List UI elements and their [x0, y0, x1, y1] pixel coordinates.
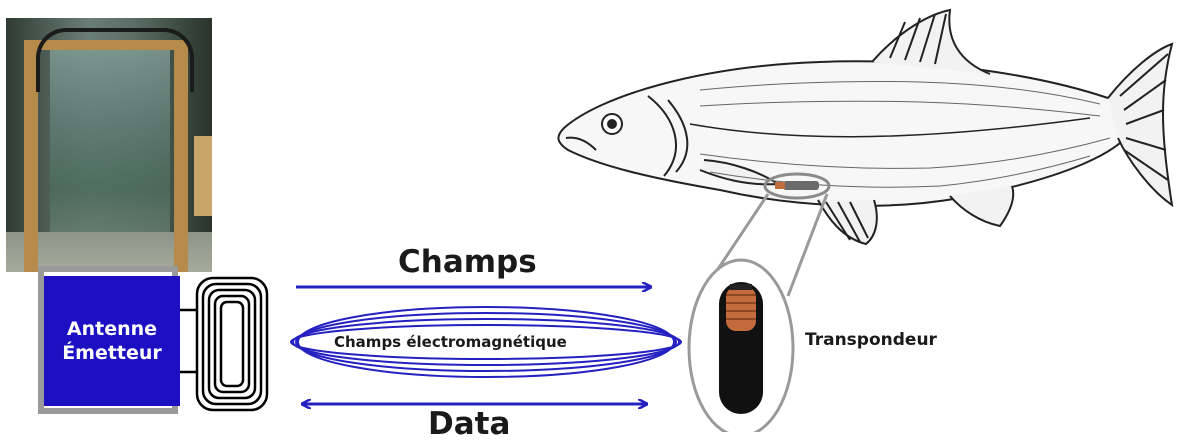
em-field-label: Champs électromagnétique	[334, 333, 567, 351]
transponder-label: Transpondeur	[805, 330, 937, 350]
field-label: Champs	[398, 244, 537, 280]
transponder-zoom	[689, 260, 793, 432]
coil-icon	[197, 278, 267, 410]
reader-connectors	[180, 310, 198, 372]
data-label: Data	[428, 406, 510, 442]
zoom-line-right	[788, 194, 827, 296]
fish-illustration	[558, 10, 1172, 244]
diagram-art	[0, 0, 1177, 432]
